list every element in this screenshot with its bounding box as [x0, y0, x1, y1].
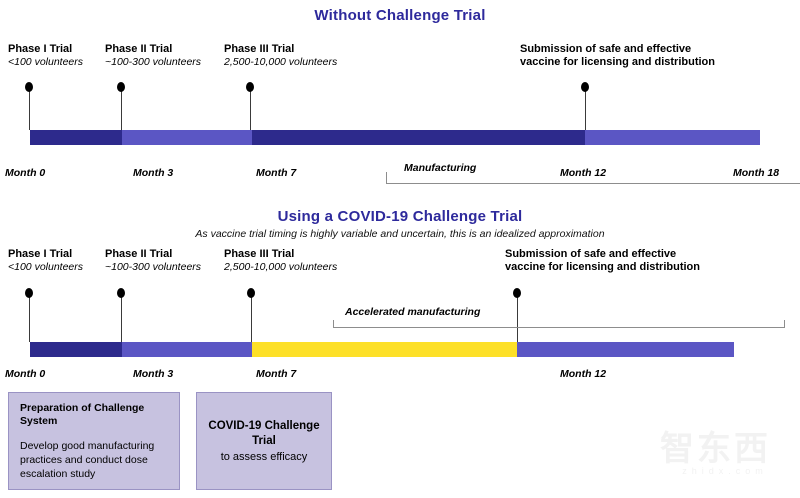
month-label-bottom-0: Month 0 — [5, 368, 46, 380]
bar-segment-phase-2-bottom — [122, 342, 252, 357]
callout-subtitle: <100 volunteers — [8, 261, 84, 273]
watermark-sub-text: zhidx.com — [682, 466, 768, 476]
marker-dot-phase-2-top — [117, 82, 125, 92]
bar-segment-phase-1-top — [30, 130, 122, 145]
callout-phase-3-top: Phase III Trial 2,500-10,000 volunteers — [224, 43, 337, 69]
marker-stem-submission-bottom — [517, 294, 518, 342]
callout-subtitle: 2,500-10,000 volunteers — [224, 56, 338, 68]
month-label-top-0: Month 0 — [5, 167, 46, 179]
callout-phase-3-bottom: Phase III Trial 2,500-10,000 volunteers — [224, 248, 337, 274]
month-label-bottom-7: Month 7 — [256, 368, 297, 380]
callout-title: Phase II Trial — [105, 248, 173, 260]
callout-subtitle: <100 volunteers — [8, 56, 84, 68]
timeline-bar-bottom — [30, 342, 734, 357]
marker-stem-phase-2-top — [121, 88, 122, 130]
info-box-covid-19-challenge-trial: COVID-19 Challenge Trial to assess effic… — [196, 392, 332, 490]
marker-dot-phase-3-top — [246, 82, 254, 92]
callout-submission-top: Submission of safe and effective vaccine… — [520, 43, 715, 69]
bar-segment-phase-3-top — [252, 130, 585, 145]
callout-phase-1-bottom: Phase I Trial <100 volunteers — [8, 248, 83, 274]
timeline-bar-top — [30, 130, 760, 145]
callout-phase-1-top: Phase I Trial <100 volunteers — [8, 43, 83, 69]
callout-subtitle: ~100-300 volunteers — [105, 261, 202, 273]
marker-dot-phase-2-bottom — [117, 288, 125, 298]
watermark-logo: 智东西 zhidx.com — [660, 432, 790, 476]
callout-title: Phase I Trial — [8, 248, 73, 260]
marker-stem-phase-1-bottom — [29, 294, 30, 342]
marker-dot-submission-top — [581, 82, 589, 92]
top-section-title: Without Challenge Trial — [314, 7, 486, 24]
bar-segment-post-submission-bottom — [517, 342, 734, 357]
month-label-top-3: Month 3 — [133, 167, 174, 179]
bracket-tick-start-manufacturing-top — [386, 172, 387, 184]
callout-subtitle: vaccine for licensing and distribution — [520, 56, 715, 68]
month-label-top-12: Month 12 — [560, 167, 607, 179]
bracket-label-accelerated-manufacturing: Accelerated manufacturing — [345, 306, 481, 318]
info-box-body: Develop good manufacturing practices and… — [20, 440, 155, 480]
bar-segment-phase-1-bottom — [30, 342, 122, 357]
info-box-body: to assess efficacy — [220, 450, 308, 463]
marker-stem-phase-1-top — [29, 88, 30, 130]
callout-title: Phase III Trial — [224, 43, 295, 55]
callout-title: Submission of safe and effective — [505, 248, 677, 260]
bracket-label-manufacturing-top: Manufacturing — [404, 162, 477, 174]
callout-title: Phase III Trial — [224, 248, 295, 260]
marker-stem-phase-3-bottom — [251, 294, 252, 342]
bracket-line-accelerated-manufacturing — [333, 327, 785, 328]
watermark-main-text: 智东西 — [660, 430, 771, 468]
month-label-bottom-3: Month 3 — [133, 368, 174, 380]
marker-stem-submission-top — [585, 88, 586, 130]
bottom-section-title: Using a COVID-19 Challenge Trial — [277, 208, 523, 225]
callout-title: Submission of safe and effective — [520, 43, 692, 55]
bar-segment-phase-2-top — [122, 130, 252, 145]
callout-subtitle: 2,500-10,000 volunteers — [224, 261, 338, 273]
month-label-bottom-12: Month 12 — [560, 368, 607, 380]
info-box-title: Preparation of Challenge System — [20, 402, 145, 427]
bracket-tick-start-accelerated-manufacturing — [333, 320, 334, 328]
month-label-top-7: Month 7 — [256, 167, 297, 179]
bracket-line-manufacturing-top — [386, 183, 800, 184]
callout-subtitle: vaccine for licensing and distribution — [505, 261, 700, 273]
marker-dot-submission-bottom — [513, 288, 521, 298]
marker-dot-phase-3-bottom — [247, 288, 255, 298]
marker-stem-phase-2-bottom — [121, 294, 122, 342]
info-box-title: COVID-19 Challenge Trial — [208, 419, 320, 447]
marker-dot-phase-1-top — [25, 82, 33, 92]
callout-submission-bottom: Submission of safe and effective vaccine… — [505, 248, 700, 274]
callout-title: Phase II Trial — [105, 43, 173, 55]
bar-segment-post-submission-top — [585, 130, 760, 145]
callout-subtitle: ~100-300 volunteers — [105, 56, 202, 68]
bracket-tick-end-accelerated-manufacturing — [784, 320, 785, 328]
marker-dot-phase-1-bottom — [25, 288, 33, 298]
marker-stem-phase-3-top — [250, 88, 251, 130]
callout-phase-2-bottom: Phase II Trial ~100-300 volunteers — [105, 248, 201, 274]
callout-phase-2-top: Phase II Trial ~100-300 volunteers — [105, 43, 201, 69]
bottom-section-subtitle: As vaccine trial timing is highly variab… — [195, 228, 605, 240]
info-box-preparation-of-challenge-system: Preparation of Challenge System Develop … — [8, 392, 180, 490]
bar-segment-challenge-trial-bottom — [252, 342, 517, 357]
callout-title: Phase I Trial — [8, 43, 73, 55]
month-label-top-18: Month 18 — [733, 167, 780, 179]
